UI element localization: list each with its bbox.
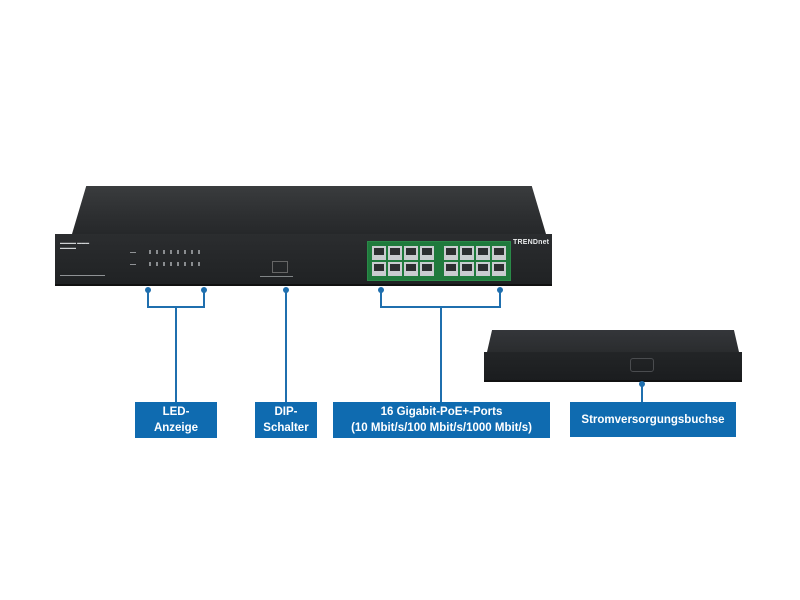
label-line: 16 Gigabit-PoE+-Ports [380,406,503,418]
connector-line [380,290,382,307]
connector-line [499,290,501,307]
led-icon [156,262,158,266]
dip-switch [272,261,288,273]
connector-line [641,384,643,402]
connector-line [203,290,205,307]
led-icon [184,250,186,254]
psu-front-panel [484,352,742,382]
ethernet-port-icon [476,262,490,276]
led-indicator-label: LED- Anzeige [135,402,217,438]
model-label: ▬▬▬▬ ▬▬▬▬▬▬▬ [60,240,90,250]
ethernet-port-icon [404,262,418,276]
dip-switch-label: DIP- Schalter [255,402,317,438]
power-jack-icon [630,358,654,372]
label-line: DIP- [274,406,298,418]
label-line: Anzeige [153,422,199,434]
led-icon [198,250,200,254]
led-icon [191,262,193,266]
led-icon [170,250,172,254]
poe-ports-label: 16 Gigabit-PoE+-Ports (10 Mbit/s/100 Mbi… [333,402,550,438]
led-icon [170,262,172,266]
ethernet-port-icon [420,262,434,276]
led-icon [177,262,179,266]
led-indicator-panel: ▬▬ ▬▬ [130,250,200,274]
dip-fine-print: ▬▬▬▬▬▬▬▬▬▬▬ [260,274,293,278]
ethernet-port-icon [444,262,458,276]
switch-embossed-logo [195,203,420,213]
label-line: LED- [162,406,190,418]
led-icon [184,262,186,266]
ethernet-port-icon [492,246,506,260]
ethernet-port-icon [372,246,386,260]
led-icon [177,250,179,254]
label-line: Stromversorgungsbuchse [581,413,725,426]
ethernet-port-icon [460,262,474,276]
ethernet-port-icon [476,246,490,260]
power-jack-label: Stromversorgungsbuchse [570,402,736,437]
led-icon [149,262,151,266]
label-line: (10 Mbit/s/100 Mbit/s/1000 Mbit/s) [351,422,532,434]
led-icon [149,250,151,254]
led-icon [163,262,165,266]
port-group-left [372,246,434,276]
connector-line [175,306,177,402]
ethernet-port-icon [420,246,434,260]
switch-top-cover [72,186,546,234]
led-icon [198,262,200,266]
ethernet-port-icon [372,262,386,276]
connector-line [285,290,287,402]
led-icon [163,250,165,254]
connector-line [440,306,442,402]
front-fine-print: ▬▬▬▬▬▬▬▬▬▬▬▬▬▬▬ [60,273,105,277]
ethernet-port-icon [388,246,402,260]
port-group-right [444,246,506,276]
poe-port-panel [367,241,511,281]
ethernet-port-icon [444,246,458,260]
ethernet-port-icon [492,262,506,276]
ethernet-port-icon [460,246,474,260]
ethernet-port-icon [388,262,402,276]
label-line: Schalter [263,422,309,434]
psu-top-cover [487,330,739,352]
led-icon [156,250,158,254]
brand-logo: TRENDnet [513,239,550,246]
ethernet-port-icon [404,246,418,260]
connector-line [147,290,149,307]
led-icon [191,250,193,254]
